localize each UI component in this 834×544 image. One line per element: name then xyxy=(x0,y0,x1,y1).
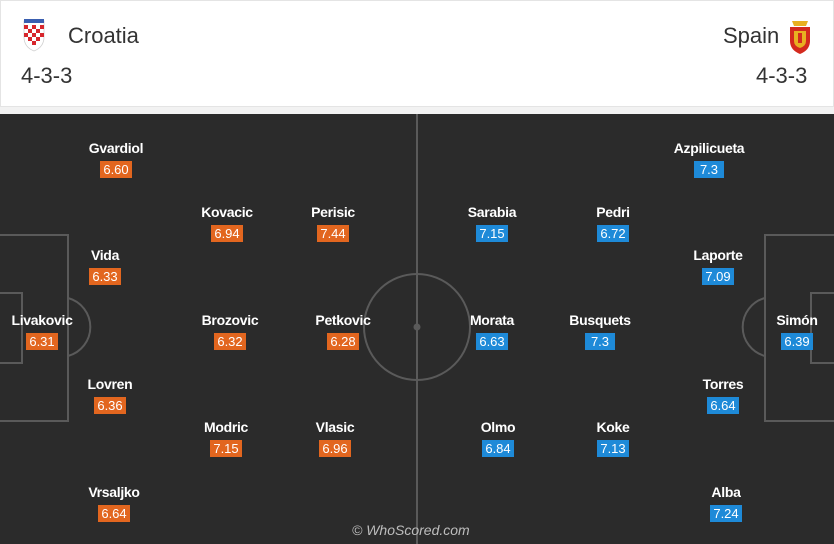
player-rating: 7.24 xyxy=(710,505,742,522)
away-player[interactable]: Laporte 7.09 xyxy=(663,247,773,286)
home-player[interactable]: Modric 7.15 xyxy=(171,419,281,458)
away-player[interactable]: Sarabia 7.15 xyxy=(437,204,547,243)
home-player[interactable]: Vida 6.33 xyxy=(50,247,160,286)
croatia-crest-icon xyxy=(23,19,45,52)
home-team-name[interactable]: Croatia xyxy=(68,23,139,48)
player-name: Vida xyxy=(90,247,120,263)
away-formation: 4-3-3 xyxy=(756,63,808,88)
player-name: Koke xyxy=(596,419,630,435)
player-name: Busquets xyxy=(569,312,631,328)
player-rating: 7.3 xyxy=(694,161,724,178)
player-rating: 6.36 xyxy=(94,397,126,414)
home-player[interactable]: Lovren 6.36 xyxy=(55,376,165,415)
match-header: Croatia 4-3-3 Spain 4-3-3 xyxy=(0,0,834,107)
player-rating: 6.94 xyxy=(211,225,243,242)
player-name: Vrsaljko xyxy=(88,484,140,500)
player-rating: 6.84 xyxy=(482,440,514,457)
spain-crest-icon xyxy=(790,21,810,54)
player-name: Olmo xyxy=(480,419,516,435)
away-player[interactable]: Torres 6.64 xyxy=(668,376,778,415)
away-player[interactable]: Busquets 7.3 xyxy=(545,312,655,351)
away-player[interactable]: Morata 6.63 xyxy=(437,312,547,351)
whoscored-watermark: © WhoScored.com xyxy=(352,522,470,538)
home-formation: 4-3-3 xyxy=(21,63,73,88)
home-player[interactable]: Brozovic 6.32 xyxy=(175,312,285,351)
away-player[interactable]: Azpilicueta 7.3 xyxy=(654,140,764,179)
player-name: Gvardiol xyxy=(88,140,144,156)
player-name: Alba xyxy=(711,484,741,500)
player-name: Brozovic xyxy=(201,312,259,328)
away-player[interactable]: Alba 7.24 xyxy=(671,484,781,523)
away-player[interactable]: Koke 7.13 xyxy=(558,419,668,458)
home-player[interactable]: Livakovic 6.31 xyxy=(0,312,97,351)
player-rating: 6.31 xyxy=(26,333,58,350)
player-rating: 6.28 xyxy=(327,333,359,350)
player-name: Torres xyxy=(702,376,744,392)
player-name: Kovacic xyxy=(201,204,253,220)
player-name: Morata xyxy=(469,312,515,328)
player-rating: 6.32 xyxy=(214,333,246,350)
player-rating: 7.09 xyxy=(702,268,734,285)
player-name: Vlasic xyxy=(315,419,355,435)
player-rating: 7.15 xyxy=(476,225,508,242)
home-player[interactable]: Kovacic 6.94 xyxy=(172,204,282,243)
player-name: Modric xyxy=(203,419,249,435)
home-player[interactable]: Perisic 7.44 xyxy=(278,204,388,243)
player-name: Azpilicueta xyxy=(673,140,745,156)
away-player[interactable]: Simón 6.39 xyxy=(742,312,834,351)
player-name: Laporte xyxy=(693,247,743,263)
player-rating: 6.64 xyxy=(98,505,130,522)
player-rating: 6.96 xyxy=(319,440,351,457)
player-name: Perisic xyxy=(311,204,355,220)
player-rating: 7.13 xyxy=(597,440,629,457)
player-rating: 7.44 xyxy=(317,225,349,242)
player-rating: 6.72 xyxy=(597,225,629,242)
away-team-name[interactable]: Spain xyxy=(723,23,780,48)
player-rating: 6.64 xyxy=(707,397,739,414)
player-rating: 7.15 xyxy=(210,440,242,457)
away-player[interactable]: Olmo 6.84 xyxy=(443,419,553,458)
player-rating: 7.3 xyxy=(585,333,615,350)
pitch: Gvardiol 6.60 Kovacic 6.94 Perisic 7.44 … xyxy=(0,114,834,544)
player-rating: 6.63 xyxy=(476,333,508,350)
player-name: Sarabia xyxy=(467,204,517,220)
away-player[interactable]: Pedri 6.72 xyxy=(558,204,668,243)
player-name: Livakovic xyxy=(11,312,73,328)
player-rating: 6.39 xyxy=(781,333,813,350)
home-player[interactable]: Vrsaljko 6.64 xyxy=(59,484,169,523)
home-player[interactable]: Vlasic 6.96 xyxy=(280,419,390,458)
home-player[interactable]: Petkovic 6.28 xyxy=(288,312,398,351)
pitch-markings xyxy=(0,114,834,544)
player-name: Simón xyxy=(776,312,818,328)
player-rating: 6.33 xyxy=(89,268,121,285)
player-name: Pedri xyxy=(596,204,630,220)
player-name: Lovren xyxy=(87,376,133,392)
player-name: Petkovic xyxy=(315,312,371,328)
home-player[interactable]: Gvardiol 6.60 xyxy=(61,140,171,179)
player-rating: 6.60 xyxy=(100,161,132,178)
